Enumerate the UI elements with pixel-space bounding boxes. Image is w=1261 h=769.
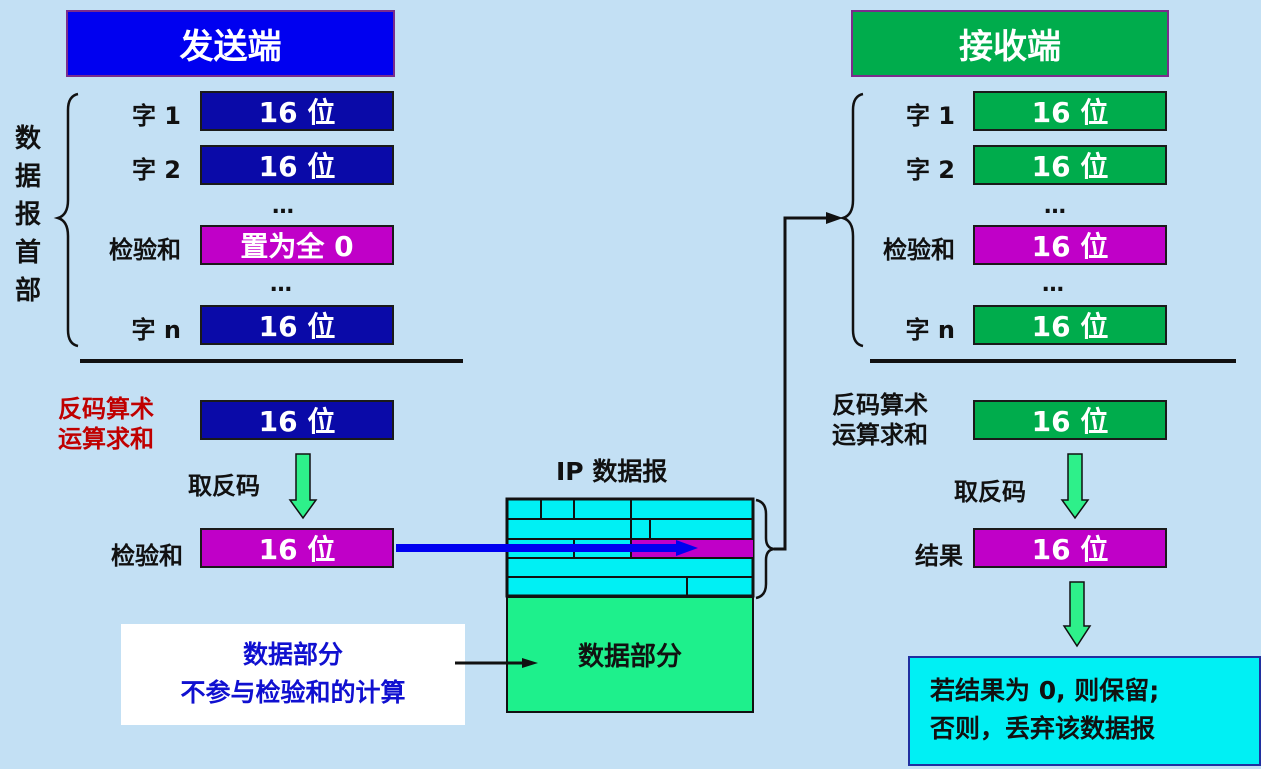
ellipsis: … (270, 272, 293, 297)
vlabel-char: 据 (14, 162, 41, 192)
ellipsis: … (272, 194, 295, 219)
sender-word-1-box: 16 位 (200, 91, 394, 131)
sender-word-2-box: 16 位 (200, 145, 394, 185)
sender-row-label: 字 1 (131, 102, 181, 130)
receiver-result-box: 16 位 (973, 528, 1167, 568)
sum-label-line: 反码算术 (832, 391, 928, 419)
receiver-row-label: 字 2 (905, 156, 955, 184)
sender-word-n-box: 16 位 (200, 305, 394, 345)
sender-checksum-result-box: 16 位 (200, 528, 394, 568)
vlabel-char: 报 (14, 200, 41, 230)
sender-row-label: 检验和 (109, 236, 181, 264)
note-line: 数据部分 (242, 640, 343, 669)
ellipsis: … (1044, 194, 1067, 219)
vlabel-char: 首 (14, 238, 41, 268)
sender-checksum-label: 检验和 (111, 542, 183, 570)
receiver-sum-label: 反码算术 运算求和 (832, 390, 928, 450)
receiver-invert-arrow (1060, 453, 1090, 520)
receiver-word-2-box: 16 位 (973, 145, 1167, 185)
receiver-invert-label: 取反码 (954, 478, 1026, 506)
sender-brace (53, 92, 79, 348)
sum-label-line: 运算求和 (58, 425, 154, 453)
note-arrowhead (522, 658, 538, 668)
vlabel-char: 部 (14, 276, 41, 306)
receiver-sum-box: 16 位 (973, 400, 1167, 440)
receiver-word-1-box: 16 位 (973, 91, 1167, 131)
sender-title: 发送端 (66, 10, 395, 77)
decision-line: 否则，丢弃该数据报 (930, 714, 1156, 743)
receiver-word-n-box: 16 位 (973, 305, 1167, 345)
receiver-brace (838, 92, 864, 348)
ip-header-brace (755, 498, 775, 600)
receiver-row-label: 字 n (905, 316, 955, 344)
receiver-row-label: 字 1 (905, 102, 955, 130)
datagram-header-label: 数 据 报 首 部 (13, 120, 43, 310)
receiver-result-label: 结果 (915, 542, 963, 570)
connector-line (774, 216, 832, 551)
connector-arrowhead (826, 212, 843, 224)
sum-label-line: 运算求和 (832, 421, 928, 449)
receiver-decision-arrow (1062, 581, 1092, 648)
decision-line: 若结果为 0, 则保留; (930, 676, 1160, 705)
checksum-arrowhead (676, 540, 698, 556)
datagram-data-part: 数据部分 (506, 596, 754, 713)
vlabel-char: 数 (14, 124, 41, 154)
sender-row-label: 字 n (131, 316, 181, 344)
note-line: 不参与检验和的计算 (180, 678, 406, 707)
receiver-checksum-box: 16 位 (973, 225, 1167, 265)
decision-box: 若结果为 0, 则保留; 否则，丢弃该数据报 (908, 656, 1261, 766)
sender-invert-arrow (288, 453, 318, 520)
receiver-row-label: 检验和 (883, 236, 955, 264)
note-box: 数据部分 不参与检验和的计算 (121, 624, 465, 725)
sum-label-line: 反码算术 (58, 395, 154, 423)
sender-invert-label: 取反码 (188, 472, 260, 500)
sender-checksum-box: 置为全 0 (200, 225, 394, 265)
receiver-title: 接收端 (851, 10, 1169, 77)
datagram-title: IP 数据报 (556, 457, 668, 486)
ellipsis: … (1042, 272, 1065, 297)
sender-sum-box: 16 位 (200, 400, 394, 440)
sender-sum-label: 反码算术 运算求和 (58, 394, 154, 454)
sender-row-label: 字 2 (131, 156, 181, 184)
